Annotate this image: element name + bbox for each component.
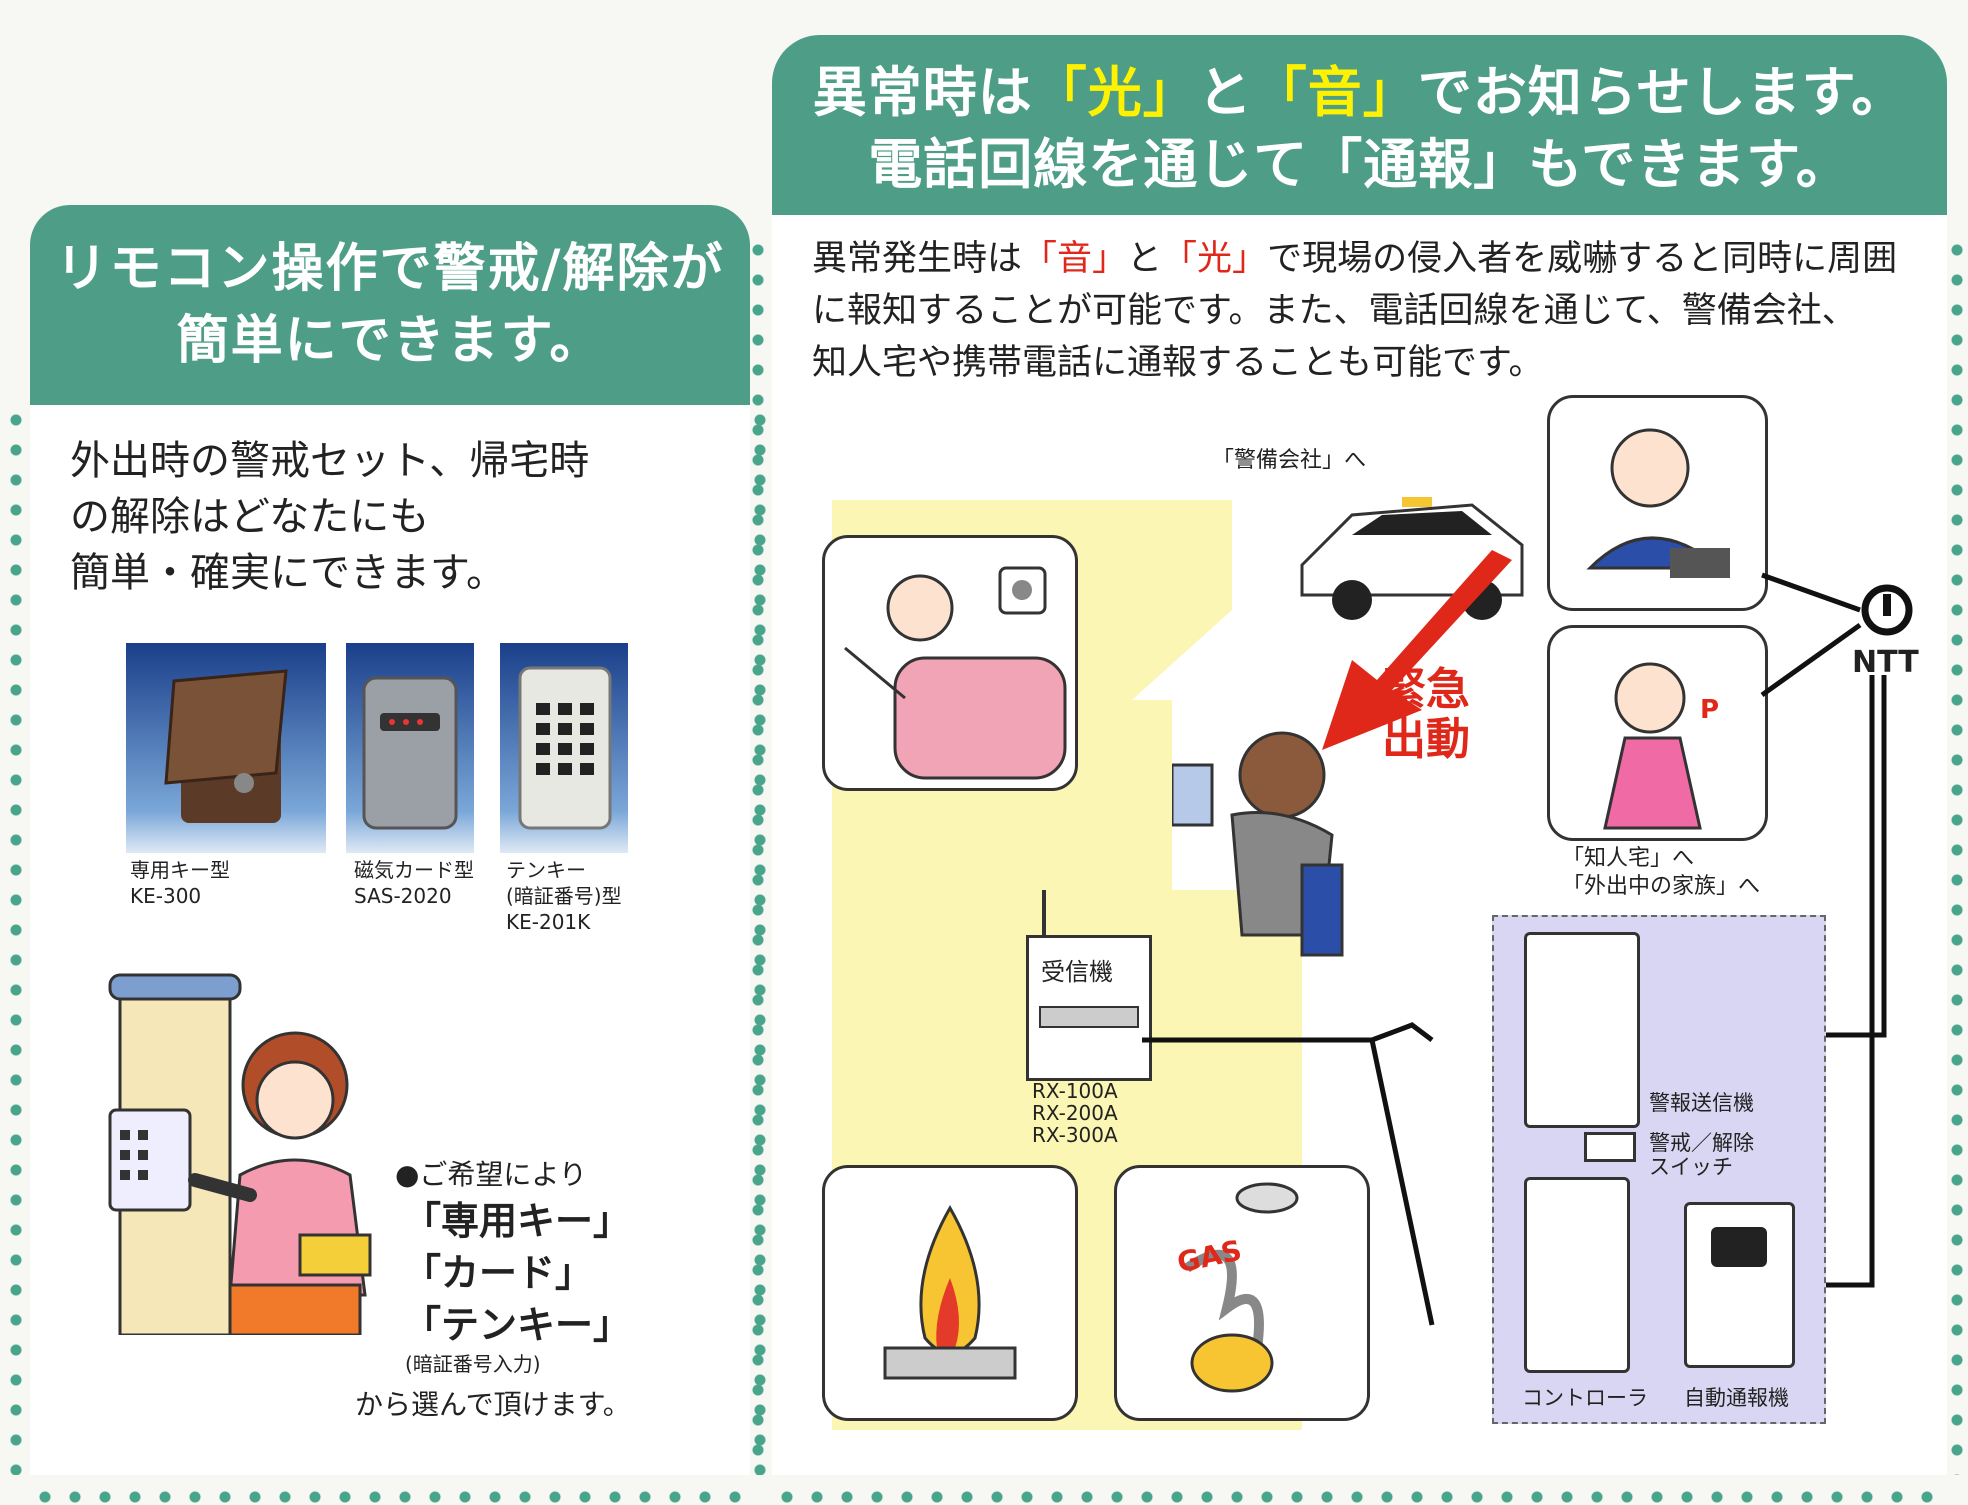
- tenkey-photo: [500, 643, 628, 853]
- dedicated-key-photo: [126, 643, 326, 853]
- receiver-unit: 受信機: [1026, 935, 1152, 1081]
- right-dotted-border-right: [1949, 235, 1965, 1475]
- lead-line-1: 外出時の警戒セット、帰宅時: [70, 438, 590, 484]
- body-red-sound: 「音」: [1022, 239, 1128, 279]
- options-intro: ●ご希望により: [395, 1158, 587, 1191]
- right-dotted-border-left: [750, 235, 766, 1475]
- left-panel-header: リモコン操作で警戒/解除が 簡単にできます。: [30, 205, 750, 405]
- model-label: RX-100A: [1032, 1079, 1118, 1103]
- alarm-transmitter-device: [1524, 932, 1640, 1128]
- security-company-label: 「警備会社」へ: [1212, 448, 1367, 473]
- woman-with-mobile-icon: P: [1603, 662, 1719, 830]
- fire-icon: [883, 1204, 1017, 1380]
- body-text: 異常発生時は: [812, 239, 1023, 279]
- product-caption-card: 磁気カード型 SAS-2020: [354, 857, 474, 909]
- option-card: 「カード」: [403, 1251, 594, 1295]
- right-header-line1: 異常時は「光」と「音」でお知らせします。: [772, 57, 1947, 129]
- product-name: 専用キー型: [130, 858, 230, 882]
- ntt-logo-icon: [1861, 584, 1913, 636]
- body-line-2: に報知することが可能です。また、電話回線を通じて、警備会社、: [812, 291, 1857, 331]
- auto-dialer-label: 自動通報機: [1684, 1386, 1789, 1410]
- acquaintance-label: 「知人宅」へ: [1562, 846, 1695, 871]
- emergency-dispatch-label: 緊急 出動: [1382, 665, 1470, 765]
- right-body-text: 異常発生時は「音」と「光」で現場の侵入者を威嚇すると同時に周囲 に報知することが…: [812, 233, 1897, 389]
- option-note: (暗証番号入力): [405, 1352, 541, 1376]
- fire-scene: [822, 1165, 1078, 1421]
- emergency-arrow-icon: [1322, 550, 1512, 750]
- body-text: と: [1127, 239, 1163, 279]
- equipment-panel: 警報送信機 警戒／解除 スイッチ コントローラ 自動通報機: [1492, 915, 1826, 1424]
- switch-label-line: 警戒／解除: [1649, 1131, 1754, 1155]
- product-model: SAS-2020: [354, 884, 452, 908]
- key-switch-icon: [164, 669, 288, 823]
- intruder-illustration: [1172, 731, 1344, 957]
- input-options: ●ご希望により 「専用キー」 「カード」 「テンキー」 (暗証番号入力) から選…: [355, 1155, 632, 1425]
- transmitter-label: 警報送信機: [1649, 1091, 1754, 1115]
- man-on-phone-icon: [1586, 428, 1730, 578]
- product-name: テンキー: [506, 858, 586, 882]
- keypad-icon: [518, 666, 612, 830]
- header-highlight-light: 「光」: [1032, 61, 1198, 124]
- product-caption-tenkey: テンキー (暗証番号)型 KE-201K: [506, 857, 622, 935]
- alarm-notification-panel: 異常時は「光」と「音」でお知らせします。 電話回線を通じて「通報」もできます。 …: [750, 35, 1965, 1505]
- switch-label: 警戒／解除 スイッチ: [1649, 1131, 1754, 1179]
- arm-disarm-switch: [1584, 1132, 1636, 1162]
- product-name: 磁気カード型: [354, 858, 474, 882]
- card-reader-icon: [362, 676, 458, 830]
- ntt-label: NTT: [1852, 645, 1919, 680]
- lead-line-3: 簡単・確実にできます。: [70, 550, 506, 596]
- bottom-dotted-border: [772, 1489, 1947, 1505]
- receiver-antenna: [1042, 890, 1046, 936]
- product-name-sub: (暗証番号)型: [506, 884, 622, 908]
- option-tenkey: 「テンキー」: [403, 1303, 632, 1347]
- body-line-3: 知人宅や携帯電話に通報することも可能です。: [812, 343, 1544, 383]
- gas-kettle-icon: [1184, 1182, 1299, 1393]
- receiver-label: 受信機: [1041, 958, 1113, 986]
- magnetic-card-photo: [346, 643, 474, 853]
- family-label: 「外出中の家族」へ: [1562, 874, 1761, 899]
- sick-elderly-scene: [822, 535, 1078, 791]
- auto-dialer-device: [1684, 1202, 1795, 1368]
- lead-line-2: の解除はどなたにも: [70, 494, 430, 540]
- header-text: と: [1197, 61, 1253, 124]
- emergency-text: 緊急: [1382, 664, 1470, 715]
- option-dedicated-key: 「専用キー」: [403, 1199, 632, 1243]
- receiver-models: RX-100A RX-200A RX-300A: [1032, 1080, 1118, 1146]
- svg-text:P: P: [1700, 695, 1719, 725]
- switch-label-line: スイッチ: [1649, 1155, 1733, 1179]
- remote-control-panel: リモコン操作で警戒/解除が 簡単にできます。 外出時の警戒セット、帰宅時 の解除…: [8, 205, 768, 1505]
- gas-leak-scene: GAS: [1114, 1165, 1370, 1421]
- body-red-light: 「光」: [1162, 239, 1268, 279]
- elderly-in-bed-icon: [844, 566, 1067, 780]
- model-label: RX-200A: [1032, 1101, 1118, 1125]
- security-company-phone-scene: [1547, 395, 1768, 611]
- dialer-display: [1711, 1227, 1767, 1267]
- woman-operating-keypad-illustration: [108, 973, 372, 1335]
- emergency-text: 出動: [1382, 714, 1470, 765]
- bottom-dotted-border: [30, 1489, 750, 1505]
- right-header-line2: 電話回線を通じて「通報」もできます。: [868, 133, 1851, 196]
- body-line-1: 異常発生時は「音」と「光」で現場の侵入者を威嚇すると同時に周囲: [812, 233, 1897, 285]
- controller-device: [1524, 1177, 1630, 1373]
- controller-label: コントローラ: [1522, 1386, 1648, 1410]
- header-text: でお知らせします。: [1417, 61, 1907, 124]
- receiver-display: [1039, 1006, 1139, 1028]
- left-header-line2: 簡単にできます。: [176, 311, 604, 371]
- header-highlight-sound: 「音」: [1252, 61, 1418, 124]
- left-lead-text: 外出時の警戒セット、帰宅時 の解除はどなたにも 簡単・確実にできます。: [70, 433, 589, 601]
- body-text: で現場の侵入者を威嚇すると同時に周囲: [1267, 239, 1898, 279]
- product-model: KE-300: [130, 884, 202, 908]
- family-phone-scene: P: [1547, 625, 1768, 841]
- acquaintance-labels: 「知人宅」へ 「外出中の家族」へ: [1562, 845, 1760, 901]
- left-header-line1: リモコン操作で警戒/解除が: [55, 239, 725, 299]
- product-caption-key: 専用キー型 KE-300: [130, 857, 230, 909]
- left-dotted-border: [8, 405, 24, 1475]
- options-outro: から選んで頂けます。: [355, 1388, 631, 1421]
- product-model: KE-201K: [506, 910, 591, 934]
- model-label: RX-300A: [1032, 1123, 1118, 1147]
- header-text: 異常時は: [812, 61, 1033, 124]
- right-panel-header: 異常時は「光」と「音」でお知らせします。 電話回線を通じて「通報」もできます。: [772, 35, 1947, 215]
